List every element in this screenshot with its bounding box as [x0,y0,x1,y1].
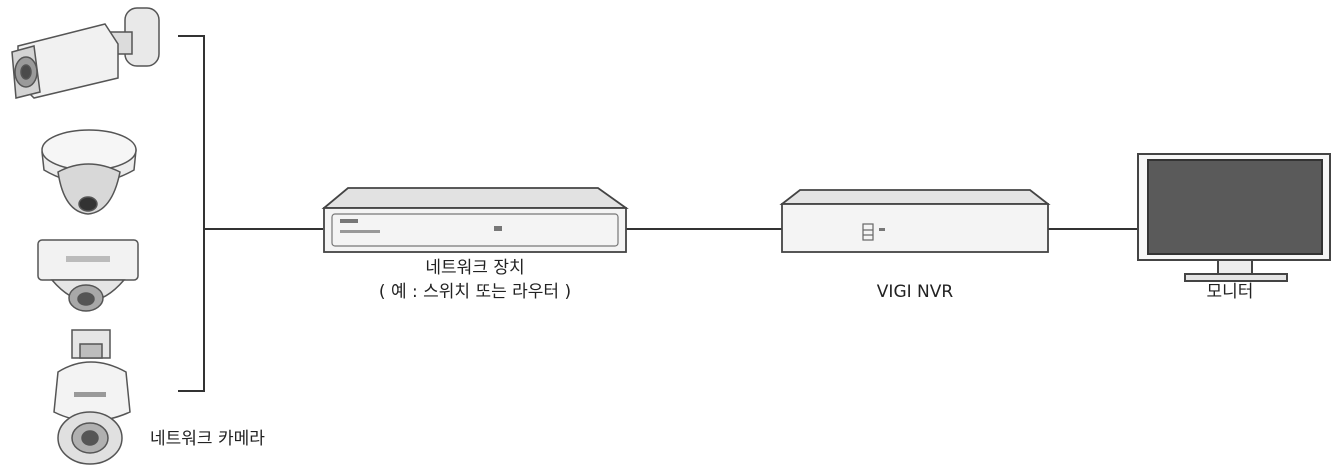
network-camera-label: 네트워크 카메라 [150,429,265,449]
monitor-label: 모니터 [1206,282,1254,302]
bullet-camera-icon [11,7,160,99]
network-device-example: ( 예 : 스위치 또는 라우터 ) [378,282,572,302]
network-device-label: 네트워크 장치 ( 예 : 스위치 또는 라우터 ) [320,256,630,304]
ptz-camera-icon [53,329,131,465]
turret-camera-icon [37,239,139,312]
nvr-label: VIGI NVR [876,282,954,302]
camera-bracket-line [178,35,205,392]
network-switch-icon [321,187,629,253]
monitor-icon [1137,153,1331,282]
nvr-device-icon [779,189,1051,253]
dome-camera-icon [41,129,137,215]
connection-lines [178,35,1138,392]
network-device-title: 네트워크 장치 [425,258,525,278]
